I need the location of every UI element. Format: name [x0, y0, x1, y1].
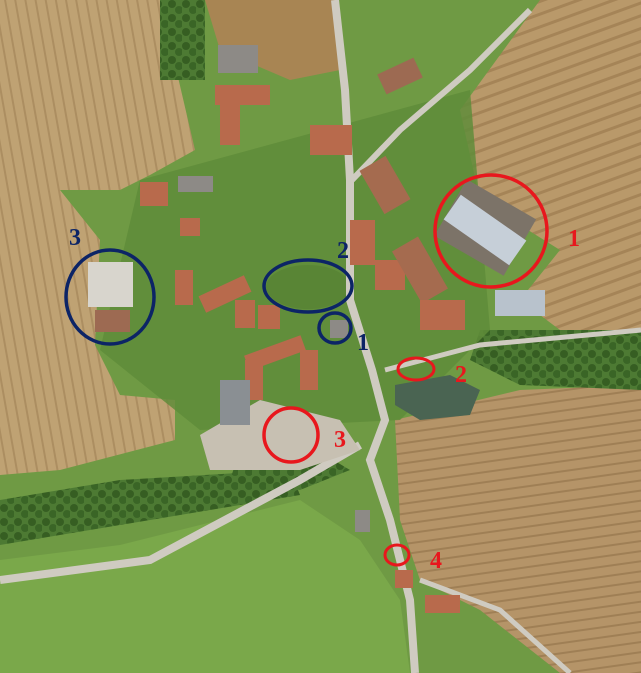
blue-label-1: 1: [357, 330, 369, 356]
red-label-2: 2: [455, 362, 467, 388]
blue-marker-1: [317, 311, 353, 345]
field-bottom-right: [395, 385, 641, 673]
blue-marker-3: [64, 248, 156, 346]
pond: [395, 375, 480, 420]
field-top-left: [0, 0, 195, 190]
red-label-3: 3: [334, 427, 346, 453]
red-markers: 1 2 3 4: [262, 173, 580, 574]
red-marker-4: [383, 543, 411, 567]
road-east: [384, 327, 641, 373]
red-label-4: 4: [430, 548, 442, 574]
trees-north: [160, 0, 205, 80]
red-label-1: 1: [568, 226, 580, 252]
road-southeast: [419, 577, 572, 673]
blue-label-2: 2: [337, 238, 349, 264]
blue-markers: 1 2 3: [64, 225, 369, 356]
field-top-right: [460, 0, 641, 330]
road-west: [0, 441, 363, 584]
red-marker-3: [262, 406, 320, 464]
red-marker-1: [433, 173, 549, 289]
blue-label-3: 3: [69, 225, 81, 251]
red-marker-2: [396, 356, 436, 382]
trees-east: [470, 330, 641, 390]
meadow-bottom: [0, 500, 410, 673]
blue-marker-2: [262, 258, 354, 314]
tree-row-south: [0, 470, 300, 545]
field-top-center: [205, 0, 340, 80]
road-northeast: [349, 7, 533, 183]
buildings: [88, 45, 545, 613]
field-left: [0, 190, 175, 475]
